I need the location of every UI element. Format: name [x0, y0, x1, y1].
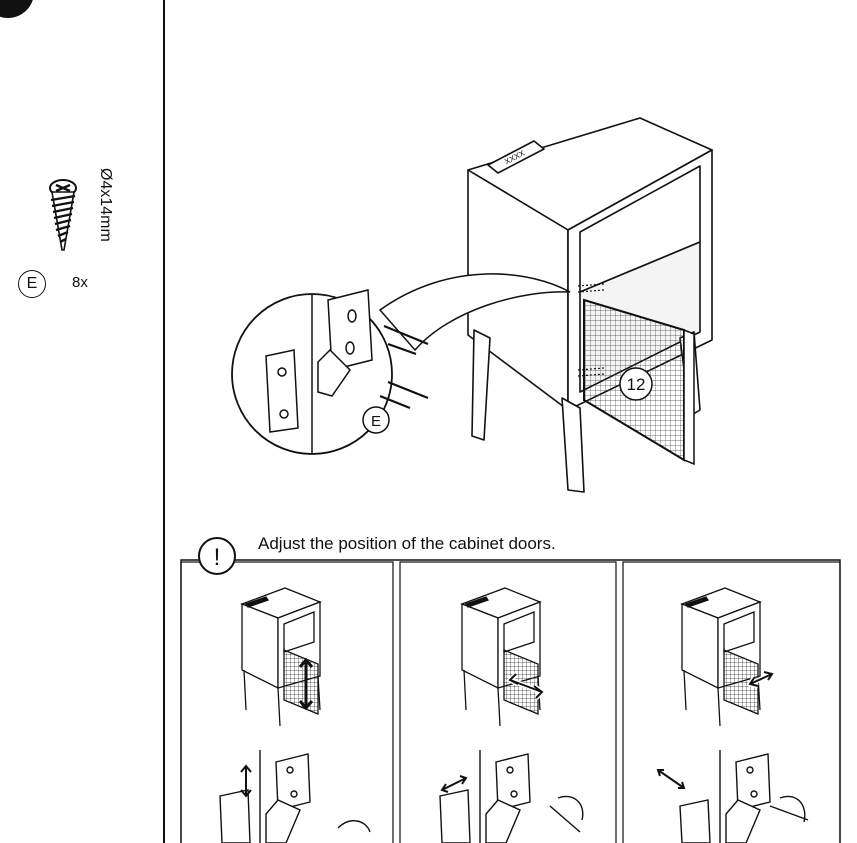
vertical-adjust-arrow	[298, 657, 314, 711]
screw-size-label: Ø4x14mm	[97, 168, 114, 242]
adjust-panel-horizontal	[399, 561, 617, 843]
callout-part-badge	[362, 406, 390, 434]
cabinet-leg	[471, 329, 491, 441]
callout-part-letter: E	[371, 413, 381, 430]
adjust-panel-vertical	[180, 561, 394, 843]
cabinet-leg	[561, 397, 585, 493]
notice-frame: !	[180, 537, 841, 843]
part-quantity: 8x	[72, 274, 88, 291]
hinge-cup	[265, 349, 299, 433]
adjust-panel-depth	[622, 561, 841, 843]
hinge-closeup	[439, 750, 584, 843]
column-divider	[163, 0, 165, 843]
adjustment-illustrations	[219, 587, 809, 843]
cabinet-assembly-figure: XXXX 12 E	[231, 117, 713, 493]
part-letter-badge: E	[18, 270, 46, 298]
exclamation-icon	[198, 537, 236, 575]
exclamation-symbol: !	[214, 544, 221, 571]
cabinet-nameplate	[487, 140, 545, 174]
notice-text: Adjust the position of the cabinet doors…	[258, 534, 556, 553]
horizontal-adjust-arrow	[508, 673, 544, 699]
hinge-mounting-plate	[327, 289, 373, 371]
screw-positions	[379, 324, 429, 410]
hinge-closeup	[219, 750, 371, 843]
step-number-circle	[0, 0, 33, 18]
screw-icon	[49, 179, 77, 251]
depth-adjust-arrow	[748, 671, 774, 687]
step-badge	[619, 367, 653, 401]
step-badge-text: 12	[627, 375, 646, 394]
hinge-closeup	[679, 750, 809, 843]
